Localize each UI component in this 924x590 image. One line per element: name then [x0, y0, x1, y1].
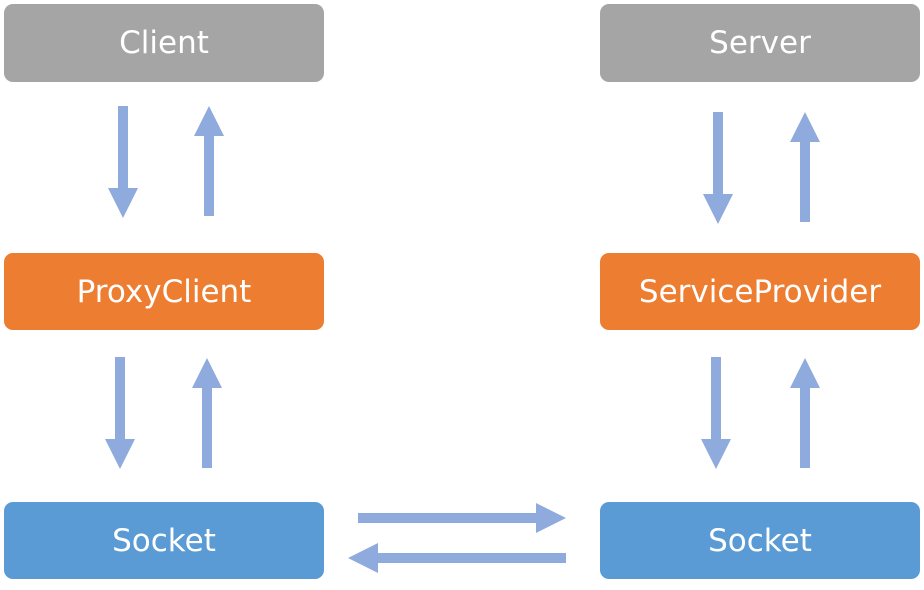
- arrow-socket-to-proxyclient: [192, 358, 222, 468]
- arrow-serviceprovider-to-socket: [701, 357, 731, 469]
- arrow-proxyclient-to-client: [194, 106, 224, 216]
- serviceprovider-label: ServiceProvider: [638, 273, 882, 310]
- server-box: Server: [600, 4, 920, 82]
- server-socket-box: Socket: [600, 502, 920, 579]
- server-label: Server: [709, 25, 811, 61]
- arrow-socket-to-serviceprovider: [790, 358, 820, 468]
- arrow-socket-to-socket-left: [348, 543, 566, 573]
- serviceprovider-box: ServiceProvider: [600, 253, 920, 330]
- client-box: Client: [4, 4, 324, 82]
- arrow-socket-to-socket-right: [358, 503, 566, 533]
- server-socket-label: Socket: [708, 522, 812, 559]
- proxyclient-label: ProxyClient: [76, 273, 252, 310]
- client-label: Client: [119, 25, 209, 61]
- client-socket-label: Socket: [112, 522, 216, 559]
- arrow-proxyclient-to-socket: [105, 357, 135, 469]
- arrow-serviceprovider-to-server: [790, 112, 820, 222]
- arrow-server-to-serviceprovider: [703, 112, 733, 224]
- arrow-client-to-proxyclient: [108, 106, 138, 218]
- proxyclient-box: ProxyClient: [4, 253, 324, 330]
- client-socket-box: Socket: [4, 502, 324, 579]
